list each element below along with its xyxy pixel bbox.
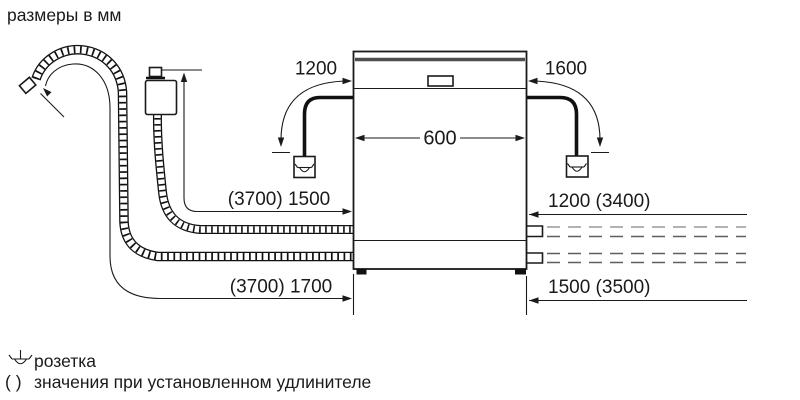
dim-left-cable-curve (280, 80, 351, 141)
dim-right-cable-curve (529, 80, 601, 141)
dim-supply-hose-line (183, 81, 350, 213)
dimension-machine-width (355, 134, 525, 142)
dim-left-cable-arrow-right (342, 77, 352, 85)
dim-left-cable-arrow-down (277, 137, 285, 147)
dim-supply-right-label: 1200 (3400) (548, 191, 650, 212)
upper-hose-stub (527, 225, 544, 238)
dim-drain-right-label: 1500 (3500) (548, 277, 650, 298)
dim-supply-arrow-right (342, 208, 352, 215)
power-socket-left (293, 155, 316, 179)
supply-hose (152, 111, 353, 234)
page-title: размеры в мм (7, 5, 121, 25)
dishwasher-front (352, 50, 528, 275)
aquastop-valve (144, 66, 178, 116)
dashed-hoses-right (547, 226, 746, 264)
foot-right (515, 269, 526, 275)
dim-drain-hose-line (44, 63, 350, 300)
right-supply-arrow-left (529, 211, 539, 218)
dimension-right-supply (529, 211, 747, 218)
dishwasher-outline (352, 50, 528, 270)
socket-icon (567, 163, 587, 172)
valve-screw-fitting (148, 66, 163, 78)
power-socket-right (565, 155, 589, 178)
legend: розетка ( ) значения при установленном у… (5, 350, 371, 392)
power-cable-left (302, 95, 353, 157)
dim-drain-arrow-nozzle (43, 88, 52, 97)
power-cable-right (527, 95, 579, 156)
width-arrow-left (355, 134, 365, 142)
dim-supply-left-label: (3700) 1500 (228, 189, 330, 210)
dim-right-cable-label: 1600 (545, 59, 587, 80)
foot-left (356, 269, 367, 275)
right-drain-arrow-left (529, 297, 539, 304)
width-arrow-right (515, 134, 525, 142)
legend-extension-symbol: ( ) (5, 372, 22, 392)
dim-supply-arrow-up (180, 72, 188, 82)
valve-body (144, 79, 178, 116)
dim-drain-leader-line (40, 93, 65, 118)
dim-right-cable-arrow-down (596, 137, 604, 147)
dimension-right-drain (529, 297, 747, 304)
lower-hose-stub (527, 252, 544, 264)
dim-drain-arrow-right (342, 295, 352, 302)
dim-machine-width-label: 600 (423, 128, 456, 150)
drain-hose (18, 44, 353, 262)
dim-right-cable-arrow-left (528, 77, 538, 85)
drain-hose-nozzle (18, 76, 37, 95)
legend-socket-label: розетка (34, 351, 96, 371)
legend-extension-label: значения при установленном удлинителе (34, 372, 371, 392)
door-handle (427, 75, 454, 87)
dim-left-cable-label: 1200 (295, 59, 337, 80)
dimension-guides (40, 63, 609, 302)
dim-drain-left-label: (3700) 1700 (230, 277, 332, 298)
socket-icon (294, 163, 315, 173)
socket-icon (8, 350, 33, 365)
hose-stubs-right (527, 225, 544, 264)
